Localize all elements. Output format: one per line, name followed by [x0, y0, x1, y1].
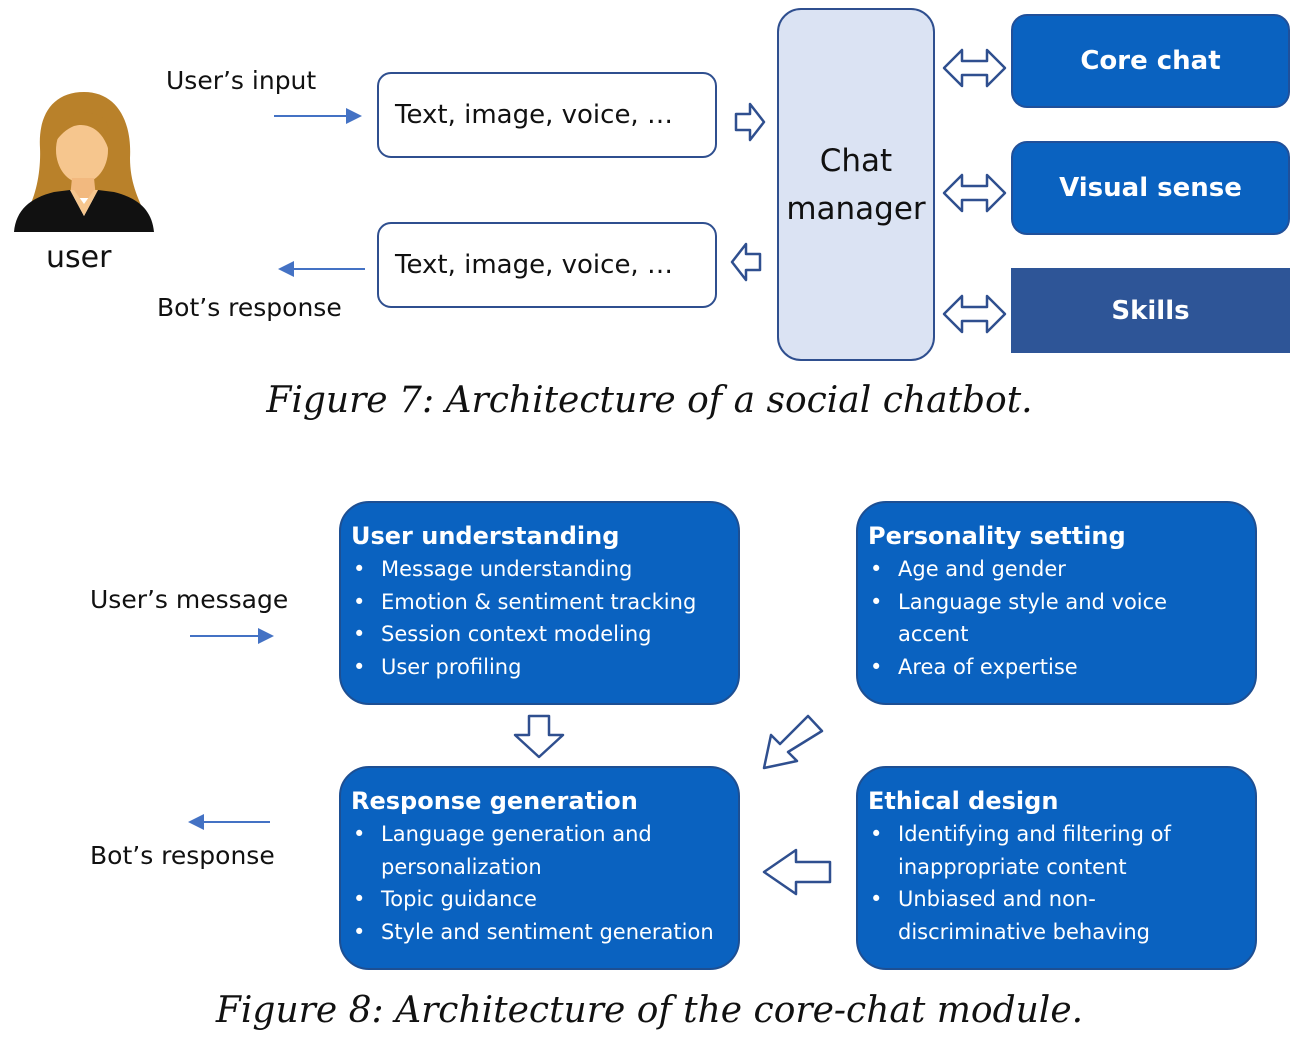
block-arrow-left-2-icon [762, 848, 832, 896]
bullet-item: •Language style and voice accent [870, 589, 1168, 647]
chat-manager-box: Chat manager [777, 8, 935, 361]
user-label: user [46, 240, 112, 275]
ethical-design-box: Ethical design •Identifying and filterin… [856, 766, 1257, 970]
user-understanding-box: User understanding •Message understandin… [339, 501, 740, 705]
box-title: Response generation [351, 787, 638, 815]
box-title: User understanding [351, 522, 620, 550]
bots-response-label: Bot’s response [157, 293, 342, 322]
chat-manager-line2: manager [786, 190, 926, 227]
response-generation-box: Response generation •Language generation… [339, 766, 740, 970]
block-arrow-right-icon [734, 102, 766, 142]
input-modalities-box: Text, image, voice, … [377, 72, 717, 158]
figure-8-caption: Figure 8: Architecture of the core-chat … [215, 990, 1084, 1031]
personality-setting-box: Personality setting •Age and gender •Lan… [856, 501, 1257, 705]
block-arrow-left-icon [730, 242, 762, 282]
users-message-label: User’s message [90, 585, 289, 614]
bullet-item: •User profiling [353, 654, 522, 679]
bullet-item: •Emotion & sentiment tracking [353, 589, 697, 614]
box-title: Personality setting [868, 522, 1126, 550]
bullet-item: •Topic guidance [353, 887, 537, 911]
bullet-item: •Identifying and filtering of inappropri… [870, 822, 1171, 879]
bullet-item: •Style and sentiment generation [353, 919, 714, 944]
bullet-item: •Session context modeling [353, 622, 652, 646]
chat-manager-line1: Chat [819, 142, 893, 179]
bullet-item: •Age and gender [870, 557, 1066, 581]
user-avatar-icon [14, 92, 154, 232]
bullet-item: •Message understanding [353, 557, 633, 581]
bullet-item: •Area of expertise [870, 654, 1078, 679]
core-chat-module: Core chat [1011, 14, 1290, 108]
box-title: Ethical design [868, 787, 1059, 815]
bots-response-label-2: Bot’s response [90, 841, 275, 870]
visual-sense-module: Visual sense [1011, 141, 1290, 235]
skills-module: Skills [1011, 268, 1290, 353]
double-arrow-skills-icon [942, 294, 1007, 334]
double-arrow-visual-sense-icon [942, 173, 1007, 213]
bullet-item: •Language generation and personalization [353, 822, 652, 879]
output-modalities-box: Text, image, voice, … [377, 222, 717, 308]
block-arrow-diagonal-icon [762, 714, 824, 770]
bullet-item: •Unbiased and non-discriminative behavin… [870, 887, 1151, 944]
double-arrow-core-chat-icon [942, 48, 1007, 88]
users-input-label: User’s input [166, 66, 317, 95]
figure-7-caption: Figure 7: Architecture of a social chatb… [266, 380, 1033, 421]
block-arrow-down-icon [513, 714, 565, 759]
